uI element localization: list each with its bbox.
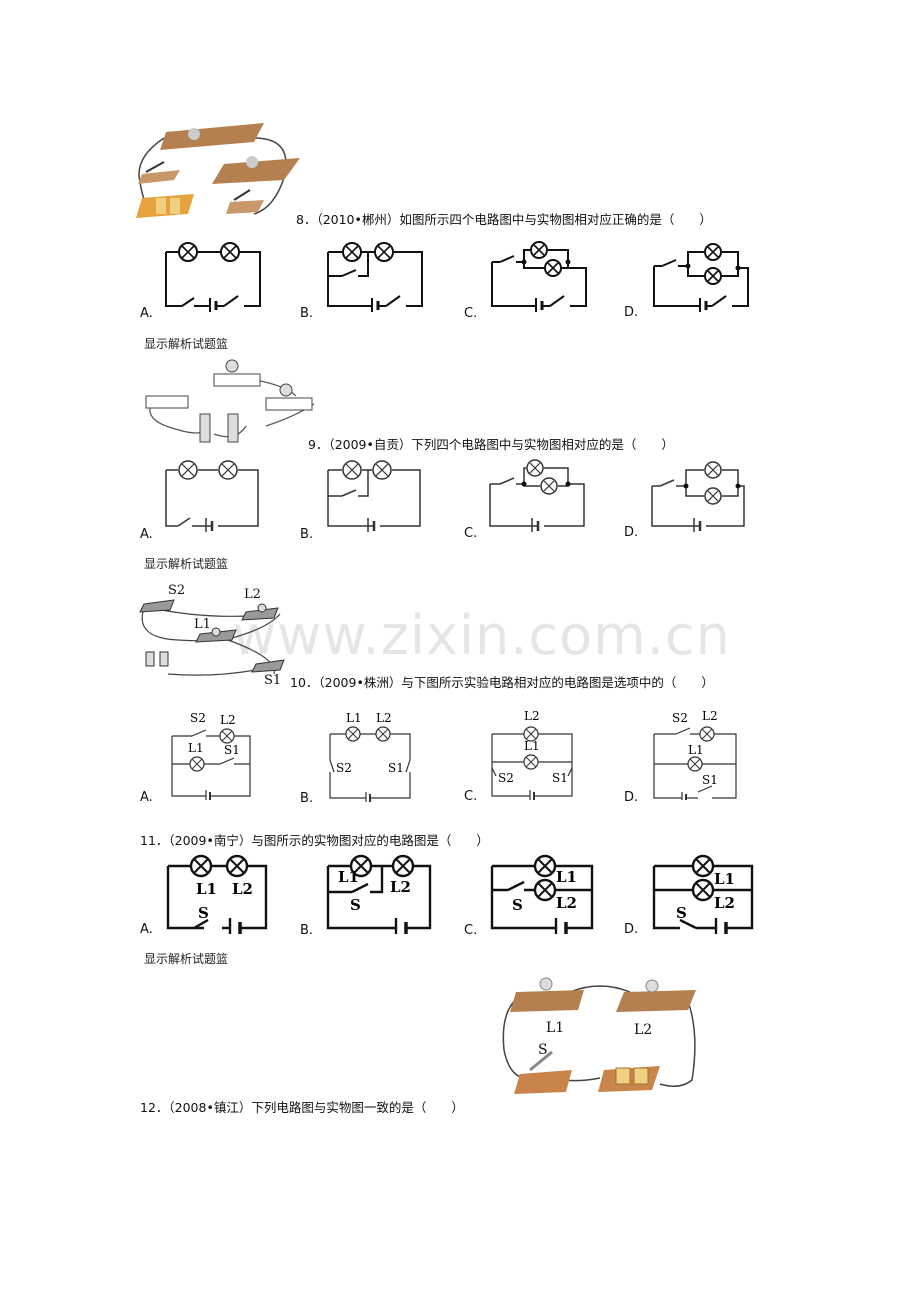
q11a-label-s: S xyxy=(198,904,209,922)
q12-photo-label-l1: L1 xyxy=(546,1020,564,1036)
question-8-number: 8． xyxy=(296,212,317,227)
q9-circuit-d xyxy=(651,461,745,532)
q8-option-b[interactable]: B. xyxy=(300,306,314,321)
q9-circuit-b xyxy=(327,460,421,532)
question-9-text: （2009•自贡）下列四个电路图中与实物图相对应的是（ ） xyxy=(328,437,674,452)
q10-photo-label-s2: S2 xyxy=(168,583,185,598)
q10b-label-s1: S1 xyxy=(388,761,404,775)
show-analysis-link-q9[interactable]: 显示解析试题篮 xyxy=(144,557,229,571)
q10-circuit-a: S2 L2 L1 S1 xyxy=(171,711,251,800)
question-9-number: 9． xyxy=(308,437,329,452)
q11c-label-s: S xyxy=(512,896,523,914)
q10-option-a[interactable]: A. xyxy=(140,790,153,805)
q10-circuit-d: S2 L2 L1 S1 xyxy=(653,709,737,800)
q12-photo-label-l2: L2 xyxy=(634,1022,652,1038)
q10b-label-s2: S2 xyxy=(336,761,352,775)
q8-circuit-d xyxy=(653,243,749,312)
q10a-label-s1: S1 xyxy=(224,743,240,757)
q8-circuit-b xyxy=(327,242,423,312)
q10-photo-label-l2: L2 xyxy=(244,587,261,602)
q11d-label-l2: L2 xyxy=(714,894,735,912)
q11a-label-l2: L2 xyxy=(232,880,253,898)
q9-option-c[interactable]: C. xyxy=(464,526,478,541)
q10c-label-s1: S1 xyxy=(552,771,568,785)
q10-option-b[interactable]: B. xyxy=(300,791,314,806)
q12-photo: L1 L2 S xyxy=(502,977,696,1094)
q11a-label-l1: L1 xyxy=(196,880,217,898)
q8-option-a[interactable]: A. xyxy=(140,306,153,321)
q8-option-c[interactable]: C. xyxy=(464,306,478,321)
q12-photo-label-s: S xyxy=(538,1042,548,1058)
q11c-label-l2: L2 xyxy=(556,894,577,912)
q9-circuit-a xyxy=(165,460,259,532)
q11-option-a[interactable]: A. xyxy=(140,922,153,937)
q8-circuit-c xyxy=(491,241,587,312)
q9-option-b[interactable]: B. xyxy=(300,527,314,542)
q10-photo-label-l1: L1 xyxy=(194,617,211,632)
q10a-label-l2: L2 xyxy=(220,713,236,727)
q11d-label-l1: L1 xyxy=(714,870,735,888)
q10c-label-l1: L1 xyxy=(524,739,540,753)
q8-photo xyxy=(136,123,300,218)
question-10-number: 10． xyxy=(290,675,319,690)
q11-circuit-a: L1 L2 S xyxy=(166,854,268,934)
question-10-text: （2009•株洲）与下图所示实验电路相对应的电路图是选项中的（ ） xyxy=(318,675,714,690)
q10d-label-s2: S2 xyxy=(672,711,688,725)
q11-option-b[interactable]: B. xyxy=(300,923,314,938)
show-analysis-link-q8[interactable]: 显示解析试题篮 xyxy=(144,337,229,351)
q10b-label-l2: L2 xyxy=(376,711,392,725)
q11-circuit-b: L1 L2 S xyxy=(326,854,432,934)
q11-option-d[interactable]: D. xyxy=(624,922,639,937)
q11d-label-s: S xyxy=(676,904,687,922)
q9-photo xyxy=(145,359,315,443)
q10c-label-s2: S2 xyxy=(498,771,514,785)
question-11-text: （2009•南宁）与图所示的实物图对应的电路图是（ ） xyxy=(168,833,489,848)
q10-photo: S2 L2 L1 S1 xyxy=(139,583,285,688)
show-analysis-link-q11[interactable]: 显示解析试题篮 xyxy=(144,952,229,966)
q10-option-c[interactable]: C. xyxy=(464,789,478,804)
q10-photo-label-s1: S1 xyxy=(264,673,281,688)
q11-circuit-c: L1 L2 S xyxy=(490,854,594,934)
watermark: www.zixin.com.cn xyxy=(232,604,731,667)
q10d-label-s1: S1 xyxy=(702,773,718,787)
question-12-text: （2008•镇江）下列电路图与实物图一致的是（ ） xyxy=(168,1100,464,1115)
q9-option-d[interactable]: D. xyxy=(624,525,639,540)
q11b-label-l2: L2 xyxy=(390,878,411,896)
q11-circuit-d: L1 L2 S xyxy=(652,854,754,934)
q9-option-a[interactable]: A. xyxy=(140,527,153,542)
question-12-number: 12． xyxy=(140,1100,169,1115)
q10-option-d[interactable]: D. xyxy=(624,790,639,805)
q10b-label-l1: L1 xyxy=(346,711,362,725)
q11-option-c[interactable]: C. xyxy=(464,923,478,938)
q10c-label-l2: L2 xyxy=(524,709,540,723)
q9-circuit-c xyxy=(489,459,585,532)
q10d-label-l2: L2 xyxy=(702,709,718,723)
q11c-label-l1: L1 xyxy=(556,868,577,886)
q8-circuit-a xyxy=(165,242,261,312)
q11b-label-s: S xyxy=(350,896,361,914)
question-8-text: （2010•郴州）如图所示四个电路图中与实物图相对应正确的是（ ） xyxy=(316,212,712,227)
q8-option-d[interactable]: D. xyxy=(624,305,639,320)
q10a-label-l1: L1 xyxy=(188,741,204,755)
q10a-label-s2: S2 xyxy=(190,711,206,725)
q11b-label-l1: L1 xyxy=(338,868,359,886)
q10-circuit-b: L1 L2 S2 S1 xyxy=(329,711,411,802)
q10-circuit-c: L2 L1 S2 S1 xyxy=(491,709,573,800)
q10d-label-l1: L1 xyxy=(688,743,704,757)
question-11-number: 11． xyxy=(140,833,169,848)
